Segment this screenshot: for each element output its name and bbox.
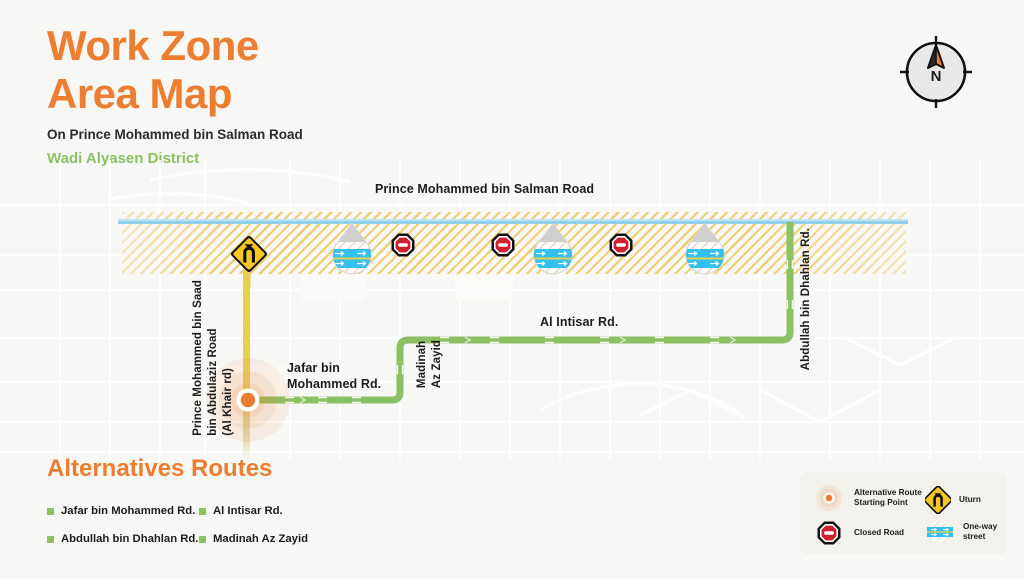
list-item[interactable]: Madinah Az Zayid [199, 533, 351, 545]
legend-item-oneway: One-way street [925, 518, 997, 546]
label-abdullah-dhahlan: Abdullah bin Dhahlan Rd. [800, 228, 812, 371]
al-khair-road-line [243, 238, 250, 460]
label-al-intisar: Al Intisar Rd. [540, 315, 619, 329]
closed-road-icon [812, 519, 846, 547]
page-title: Work Zone Area Map [47, 22, 527, 118]
bullet-square-icon [199, 535, 206, 543]
oneway-marker[interactable] [678, 222, 732, 289]
legend-label: Uturn [959, 494, 981, 504]
start-point-icon [812, 484, 846, 512]
legend-label: Alternative Route Starting Point [854, 487, 922, 508]
oneway-marker[interactable] [526, 222, 580, 289]
bullet-square-icon [47, 507, 54, 515]
legend-label: Closed Road [854, 527, 905, 537]
closed-road-marker[interactable] [390, 232, 416, 263]
alternative-route-label: Abdullah bin Dhahlan Rd. [61, 533, 199, 545]
alternative-route-label: Al Intisar Rd. [213, 505, 283, 517]
list-item[interactable]: Abdullah bin Dhahlan Rd. [47, 533, 199, 545]
compass-rose: N [898, 34, 974, 110]
page-subtitle: On Prince Mohammed bin Salman Road [47, 127, 303, 142]
label-jafar-road: Jafar bin Mohammed Rd. [287, 361, 382, 391]
closed-road-marker[interactable] [490, 232, 516, 263]
alternatives-list: Jafar bin Mohammed Rd. Al Intisar Rd. Ab… [47, 505, 377, 545]
map-canvas[interactable]: Prince Mohammed bin Salman Road Al Intis… [0, 160, 1024, 460]
highway-blue-line [118, 221, 908, 224]
legend-item-uturn: Uturn [923, 485, 981, 515]
label-madinah-az-zayid: Madinah Az Zayid [416, 340, 443, 389]
title-line-1: Work Zone [47, 22, 259, 69]
compass-north-label: N [931, 68, 942, 85]
highway-line-glow [118, 219, 908, 221]
bullet-square-icon [47, 535, 54, 543]
closed-road-marker[interactable] [608, 232, 634, 263]
alternative-route-label: Madinah Az Zayid [213, 533, 308, 545]
alternatives-section: Alternatives Routes Jafar bin Mohammed R… [47, 455, 377, 545]
list-item[interactable]: Al Intisar Rd. [199, 505, 351, 517]
district-label: Wadi Alyasen District [47, 150, 200, 167]
legend-item-start-point: Alternative Route Starting Point [812, 484, 922, 512]
title-block: Work Zone Area Map On Prince Mohammed bi… [47, 22, 527, 167]
uturn-icon [923, 485, 953, 515]
alternative-route-path[interactable] [0, 160, 1024, 460]
legend-label: One-way street [963, 521, 998, 542]
map-legend: Alternative Route Starting Point Closed … [800, 472, 1007, 554]
alternative-route-label: Jafar bin Mohammed Rd. [61, 505, 196, 517]
uturn-marker[interactable] [230, 235, 268, 292]
title-line-2: Area Map [47, 70, 233, 117]
bullet-square-icon [199, 507, 206, 515]
oneway-icon [925, 518, 955, 546]
oneway-marker[interactable] [325, 222, 379, 289]
label-al-khair-road: Prince Mohammed bin Saad bin Abdulaziz R… [192, 280, 234, 436]
alternatives-title: Alternatives Routes [47, 455, 273, 482]
list-item[interactable]: Jafar bin Mohammed Rd. [47, 505, 199, 517]
label-main-road: Prince Mohammed bin Salman Road [375, 182, 595, 196]
legend-item-closed-road: Closed Road [812, 519, 904, 547]
